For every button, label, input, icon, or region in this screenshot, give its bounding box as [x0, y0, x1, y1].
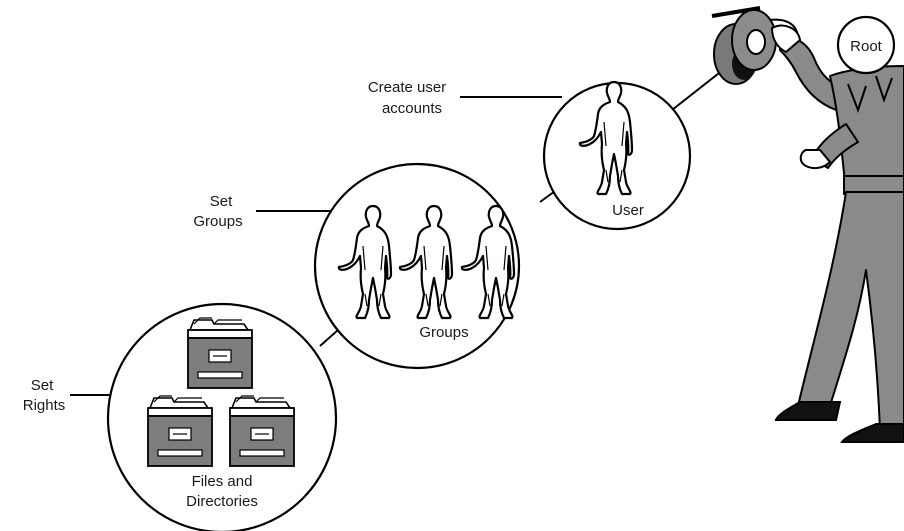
files-label-line2: Directories: [186, 493, 258, 510]
connector-files-groups: [319, 329, 339, 347]
groups-label: Groups: [419, 324, 468, 341]
set-rights-annotation-line1: Set: [31, 377, 54, 394]
file-cabinet-icon: [147, 395, 213, 467]
files-node: Files and Directories: [106, 302, 338, 531]
user-node: User: [542, 80, 692, 231]
groups-node: Groups: [313, 162, 521, 370]
root-head-badge: [836, 15, 896, 75]
root-badge-label: Root: [850, 38, 883, 55]
root-operator-figure: Root: [711, 6, 904, 443]
set-rights-annotation-line2: Rights: [23, 397, 66, 414]
user-label: User: [612, 202, 644, 219]
set-groups-annotation-line1: Set: [210, 193, 233, 210]
create-user-annotation-line1: Create user: [368, 79, 446, 96]
set-groups-annotation-line2: Groups: [193, 213, 242, 230]
files-label-line1: Files and: [192, 473, 253, 490]
file-cabinet-icon: [187, 317, 253, 389]
file-cabinet-icon: [229, 395, 295, 467]
spool-icon: [711, 6, 799, 85]
create-user-annotation-line2: accounts: [382, 100, 442, 117]
